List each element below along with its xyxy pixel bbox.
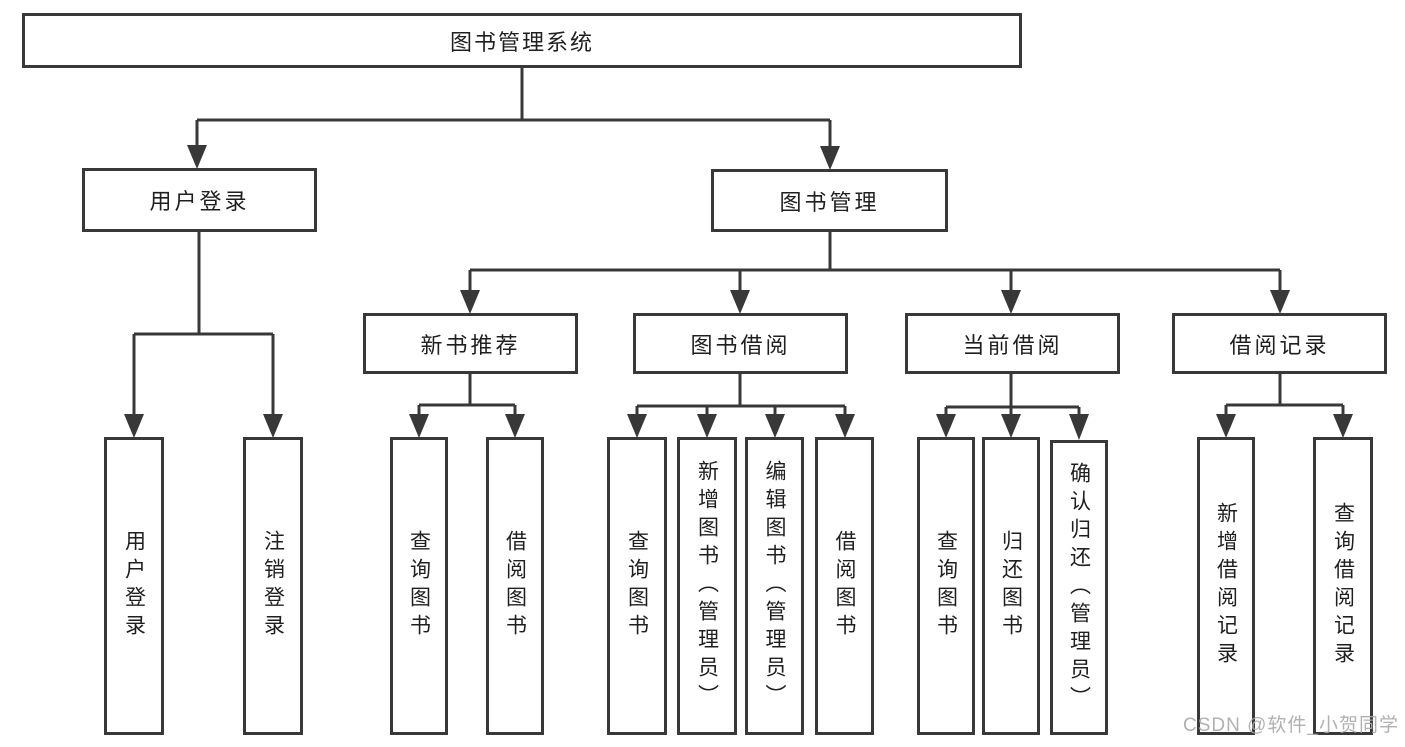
- node-new-book-rec-label: 新书推荐: [420, 332, 521, 358]
- connector-records-branch: [1224, 374, 1345, 414]
- node-borrow-records: 借阅记录: [1172, 313, 1387, 374]
- leaf-return-book: 归还图书: [982, 437, 1040, 735]
- leaf-query-book-1: 查询图书: [390, 437, 448, 735]
- node-borrow-records-label: 借阅记录: [1229, 332, 1330, 358]
- connector-borrow-branch: [635, 374, 847, 414]
- node-root: 图书管理系统: [22, 13, 1022, 68]
- leaf-user-login: 用户登录: [104, 437, 164, 735]
- node-current-borrow-label: 当前借阅: [962, 332, 1063, 358]
- node-book-borrow: 图书借阅: [633, 313, 848, 374]
- leaf-add-borrow-record: 新增借阅记录: [1197, 437, 1255, 735]
- leaf-query-book-2: 查询图书: [607, 437, 667, 735]
- node-book-mgmt: 图书管理: [711, 169, 948, 232]
- leaf-confirm-return-admin: 确认归还（管理员）: [1050, 440, 1108, 735]
- leaf-add-book-admin: 新增图书（管理员）: [677, 437, 737, 735]
- leaf-query-borrow-record: 查询借阅记录: [1313, 437, 1373, 735]
- connector-login-branch: [132, 232, 275, 414]
- connector-current-branch: [944, 374, 1081, 414]
- node-root-label: 图书管理系统: [449, 29, 594, 55]
- leaf-query-book-3: 查询图书: [917, 437, 975, 735]
- node-book-mgmt-label: 图书管理: [779, 189, 880, 215]
- node-new-book-rec: 新书推荐: [363, 313, 578, 374]
- node-current-borrow: 当前借阅: [905, 313, 1120, 374]
- node-user-login: 用户登录: [82, 168, 317, 232]
- leaf-borrow-book-2: 借阅图书: [815, 437, 874, 735]
- connector-mgmt-to-sections: [468, 232, 1282, 290]
- leaf-edit-book-admin: 编辑图书（管理员）: [745, 437, 804, 735]
- csdn-watermark: CSDN @软件_小贺同学: [1183, 715, 1399, 736]
- connector-root-to-level2: [195, 68, 832, 146]
- node-book-borrow-label: 图书借阅: [690, 332, 791, 358]
- node-user-login-label: 用户登录: [149, 189, 250, 214]
- leaf-borrow-book-1: 借阅图书: [486, 437, 544, 735]
- connector-newbook-branch: [417, 374, 517, 414]
- leaf-logout: 注销登录: [243, 437, 303, 735]
